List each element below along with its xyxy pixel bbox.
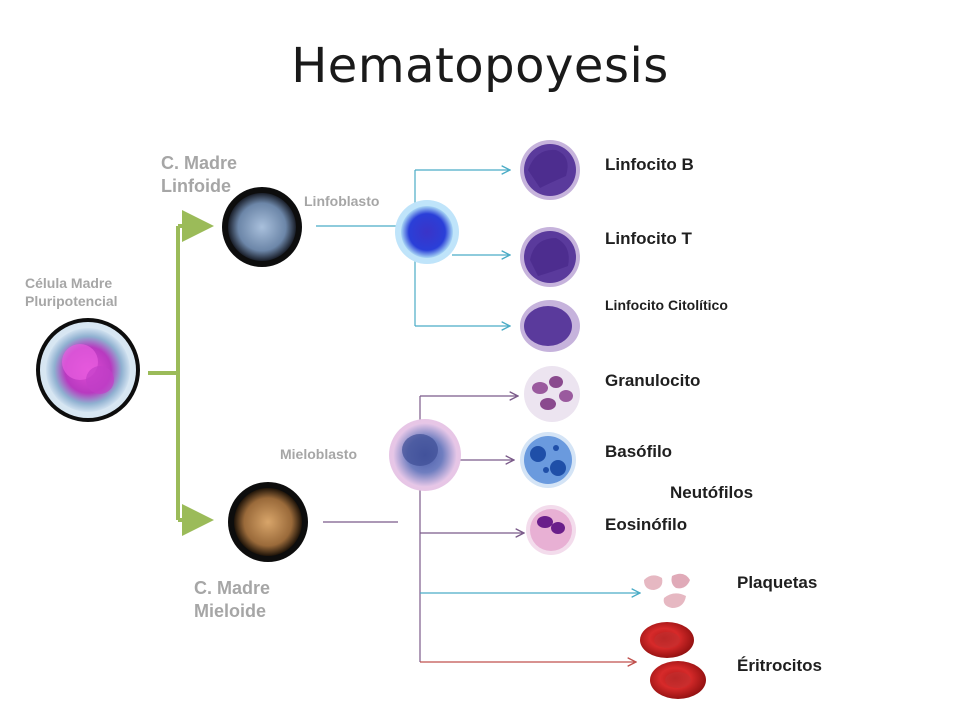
myeloid-stem-label-line1: C. Madre xyxy=(194,578,271,598)
granulocyte-label: Granulocito xyxy=(605,371,701,390)
myeloblast-label: Mieloblasto xyxy=(280,446,358,462)
stem-branch xyxy=(148,210,214,536)
lymphoid-stem-cell xyxy=(222,187,302,267)
myeloid-stem-label-line2: Mieloide xyxy=(194,600,267,621)
stem-cell xyxy=(36,318,140,422)
lymphocyte-nk-label: Linfocito Citolítico xyxy=(605,297,728,313)
eosinophil-label: Eosinófilo xyxy=(605,515,688,534)
erythrocytes-cells xyxy=(640,622,706,699)
page-title: Hematopoyesis xyxy=(291,38,669,94)
lymphocyte-b-cell xyxy=(520,140,580,200)
lymphoblast-cell xyxy=(395,200,459,264)
lymphoblast-label: Linfoblasto xyxy=(304,193,380,209)
lymphoid-stem-label-line2: Linfoide xyxy=(161,175,231,196)
platelets-cells xyxy=(644,573,690,608)
stem-cell-label: Célula Madre Pluripotencial xyxy=(25,275,118,310)
myeloid-stem-label: C. Madre Mieloide xyxy=(194,577,270,622)
platelets-label: Plaquetas xyxy=(737,573,818,592)
lymphocyte-t-label: Linfocito T xyxy=(605,229,692,248)
neutrophil-label: Neutófilos xyxy=(670,483,754,502)
granulocyte-cell xyxy=(524,366,580,422)
lymphocyte-b-label: Linfocito B xyxy=(605,155,694,174)
stem-cell-label-line2: Pluripotencial xyxy=(25,292,118,309)
lymphoid-stem-label: C. Madre Linfoide xyxy=(161,152,237,197)
myeloid-stem-cell xyxy=(228,482,308,562)
lymphoid-stem-label-line1: C. Madre xyxy=(161,153,238,173)
basophil-cell xyxy=(520,432,576,488)
eosinophil-cell xyxy=(526,505,576,555)
stem-cell-label-line1: Célula Madre xyxy=(25,275,113,291)
myeloid-branch xyxy=(323,396,640,662)
erythrocytes-label: Éritrocitos xyxy=(737,656,823,675)
lymphocyte-nk-cell xyxy=(520,300,580,352)
lymphocyte-t-cell xyxy=(520,227,580,287)
myeloblast-cell xyxy=(389,419,461,491)
basophil-label: Basófilo xyxy=(605,442,673,461)
